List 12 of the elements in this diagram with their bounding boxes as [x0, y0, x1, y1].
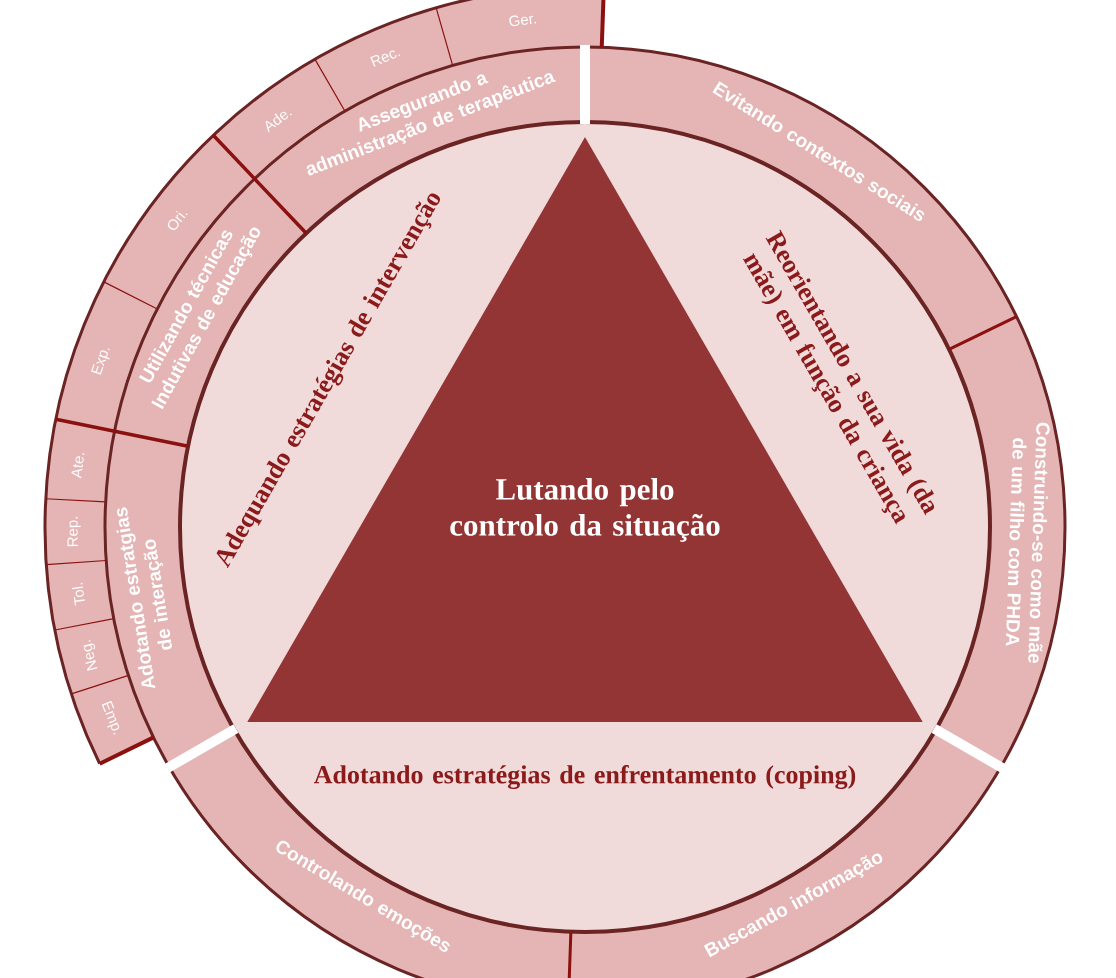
node-label: Tol. — [72, 582, 85, 606]
outer-ring-tab: Ate. — [45, 419, 115, 502]
node-label: Rec. — [370, 50, 401, 67]
node-label: Ger. — [509, 15, 537, 27]
outer-ring-tab: Ger. — [436, 0, 604, 66]
outer-ring-tab: Tol. — [46, 560, 114, 631]
outer-ring-tab: Neg. — [54, 618, 129, 694]
ring-segment: Construindo-se como mãe de um filho com PHDA — [935, 316, 1065, 767]
node-label: Construindo-se como mãe de um filho com PHDA — [1005, 422, 1050, 663]
node-label: Neg. — [83, 640, 98, 671]
node-label: Ate. — [71, 453, 85, 479]
node-label: Exp. — [91, 348, 110, 375]
